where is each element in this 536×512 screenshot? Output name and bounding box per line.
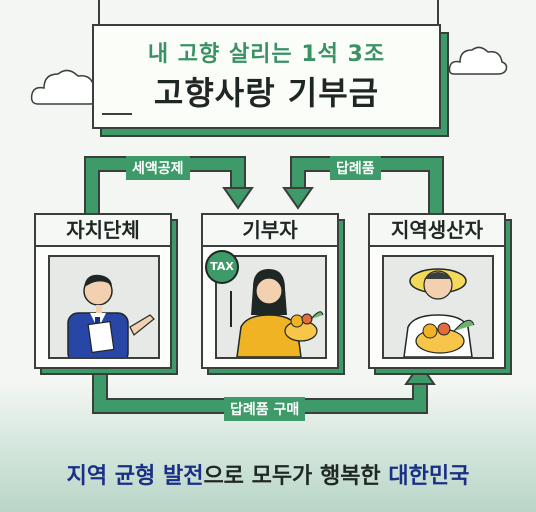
farmer-person-icon: [403, 268, 475, 357]
slogan-part-middle: 으로 모두가 행복한: [203, 464, 389, 489]
cloud-right-icon: [448, 46, 508, 75]
card-label: 지역생산자: [391, 218, 483, 242]
donor-person-icon: [230, 269, 324, 357]
page-title: 고향사랑 기부금: [153, 74, 380, 112]
slogan-part-balanced-development: 지역 균형 발전: [66, 464, 204, 489]
official-illustration: [48, 255, 160, 359]
tax-sign: TAX: [205, 250, 239, 284]
card-local-government: 자치단체: [34, 213, 178, 375]
hang-line-right: [437, 0, 439, 26]
hang-line-left: [98, 0, 100, 26]
producer-illustration: [382, 255, 494, 359]
flow-label-gift-purchase: 답례품 구매: [224, 397, 306, 421]
slogan: 지역 균형 발전으로 모두가 행복한 대한민국: [0, 458, 536, 490]
card-label: 자치단체: [66, 218, 140, 242]
flow-label-tax-deduction: 세액공제: [126, 156, 190, 180]
top-flow-arrows: [84, 156, 444, 216]
card-donor: 기부자: [201, 213, 345, 375]
title-dash: [102, 113, 132, 115]
card-local-producer: 지역생산자: [368, 213, 512, 375]
flow-label-gift: 답례품: [330, 156, 381, 180]
title-subheading: 내 고향 살리는 1석 3조: [147, 42, 386, 67]
slogan-part-korea: 대한민국: [388, 464, 470, 489]
official-person-icon: [67, 274, 155, 357]
title-board: 내 고향 살리는 1석 3조 고향사랑 기부금: [92, 24, 441, 129]
card-label: 기부자: [242, 218, 298, 242]
